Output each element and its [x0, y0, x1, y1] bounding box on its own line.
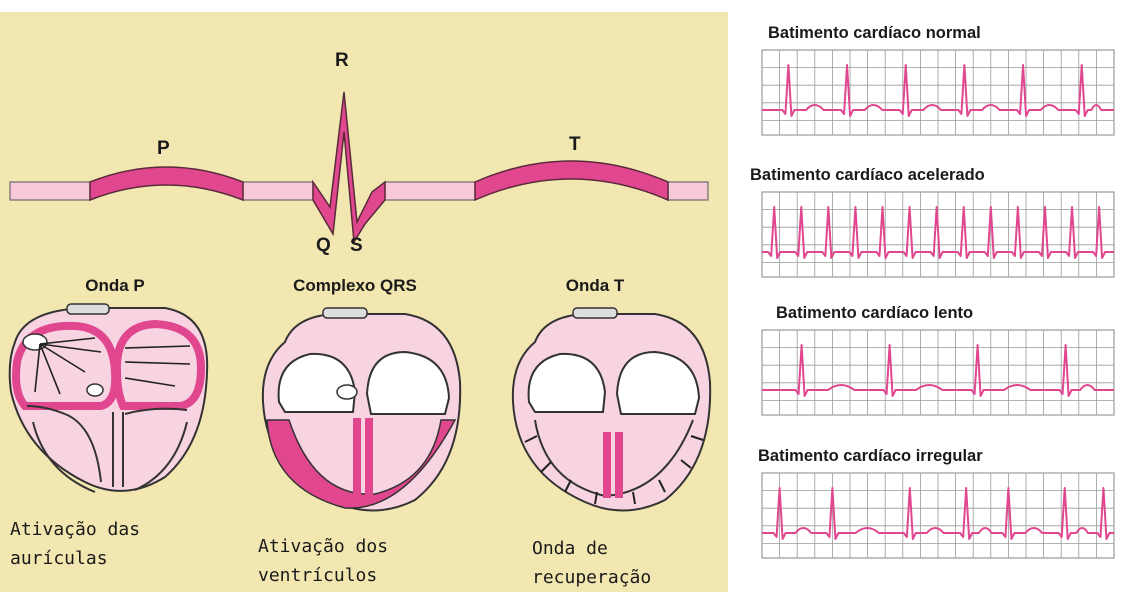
rhythm-title-slow: Batimento cardíaco lento — [776, 304, 973, 323]
caption-line: Ativação das — [10, 515, 140, 544]
caption-line: Ativação dos — [258, 532, 388, 561]
ecg-strip-normal — [762, 50, 1114, 135]
ecg-strip-accelerated — [762, 192, 1114, 277]
caption-line: ventrículos — [258, 561, 388, 590]
q-wave-label: Q — [316, 235, 331, 257]
rhythm-title-normal: Batimento cardíaco normal — [768, 24, 981, 43]
heart-repolarization-icon — [505, 302, 720, 522]
ecg-strip-slow — [762, 330, 1114, 415]
caption-p-wave: Ativação das aurículas — [10, 515, 140, 573]
caption-line: recuperação — [532, 563, 651, 592]
ecg-wave-band — [0, 12, 728, 272]
phase-title-qrs: Complexo QRS — [255, 276, 455, 296]
ecg-strip-irregular — [762, 473, 1114, 558]
rhythm-title-irregular: Batimento cardíaco irregular — [758, 447, 983, 466]
phase-title-p-wave: Onda P — [30, 276, 200, 296]
caption-line: aurículas — [10, 544, 140, 573]
s-wave-label: S — [350, 235, 363, 257]
heart-ventricular-depolarization-icon — [255, 302, 470, 522]
phase-title-t-wave: Onda T — [520, 276, 670, 296]
rhythm-title-accelerated: Batimento cardíaco acelerado — [750, 166, 985, 185]
r-peak-label: R — [335, 50, 349, 72]
p-wave-label: P — [157, 138, 170, 160]
caption-t-wave: Onda de recuperação — [532, 534, 651, 592]
caption-line: Onda de — [532, 534, 651, 563]
caption-qrs: Ativação dos ventrículos — [258, 532, 388, 590]
ecg-diagram-panel: P R Q S T Onda P Complexo QRS Onda T — [0, 12, 728, 592]
heart-atrial-depolarization-icon — [5, 302, 215, 502]
t-wave-label: T — [569, 134, 581, 156]
heart-rhythm-strips-panel: Batimento cardíaco normal Batimento card… — [748, 12, 1132, 592]
